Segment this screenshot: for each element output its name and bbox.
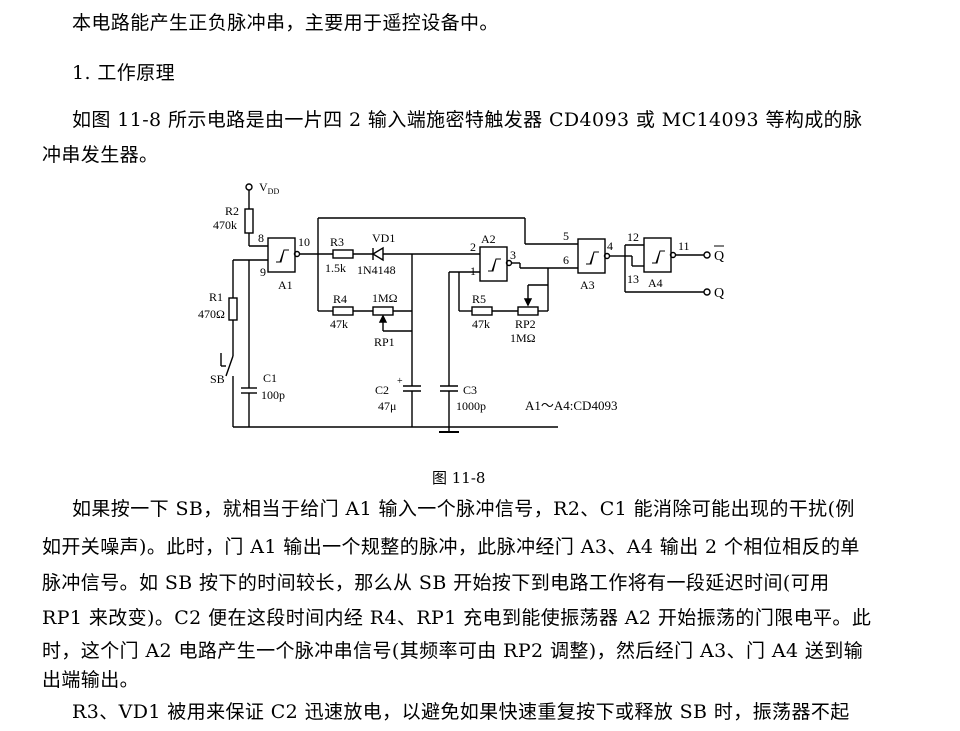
body-line-5: 时，这个门 A2 电路产生一个脉冲串信号(其频率可由 RP2 调整)，然后经门 … (42, 640, 864, 662)
sb-switch (225, 355, 234, 377)
q-terminal (703, 288, 711, 296)
a3-pin5: 5 (563, 229, 569, 243)
c3-label: C3 (463, 383, 477, 397)
intro-line: 本电路能产生正负脉冲串，主要用于遥控设备中。 (72, 12, 499, 34)
a4-pin13: 13 (627, 272, 639, 286)
a4-pin11: 11 (678, 239, 690, 253)
a3-label: A3 (580, 278, 595, 292)
vdd-terminal (245, 183, 253, 191)
rp2-potentiometer (517, 306, 539, 316)
r2-value: 470k (213, 218, 237, 232)
rp1-label: RP1 (374, 335, 395, 349)
r2-label: R2 (225, 204, 239, 218)
r4-label: R4 (333, 292, 347, 306)
description-line-1: 如图 11-8 所示电路是由一片四 2 输入端施密特触发器 CD4093 或 M… (72, 109, 863, 131)
rp1-potentiometer (372, 306, 394, 316)
r5-value: 47k (472, 317, 490, 331)
r1-label: R1 (209, 290, 223, 304)
body-line-3: 脉冲信号。如 SB 按下的时间较长，那么从 SB 开始按下到电路工作将有一段延迟… (42, 572, 830, 594)
body-line-1: 如果按一下 SB，就相当于给门 A1 输入一个脉冲信号，R2、C1 能消除可能出… (72, 498, 855, 520)
c2-value: 47μ (378, 399, 396, 413)
c3-value: 1000p (456, 399, 486, 413)
a1-label: A1 (278, 278, 293, 292)
a2-pin1: 1 (470, 264, 476, 278)
vdd-label: VDD (259, 180, 279, 196)
r5-label: R5 (472, 292, 486, 306)
q-label: Q (714, 286, 724, 301)
body-line-2: 如开关噪声)。此时，门 A1 输出一个规整的脉冲，此脉冲经门 A3、A4 输出 … (42, 536, 860, 558)
r2-resistor (244, 208, 254, 234)
r1-value: 470Ω (198, 307, 225, 321)
c1-value: 100p (261, 388, 285, 402)
c2-label: C2 (375, 383, 389, 397)
a1-pin10: 10 (298, 235, 310, 249)
svg-text:+: + (397, 376, 403, 387)
gate-a2 (479, 246, 508, 282)
r3-resistor (332, 249, 354, 259)
body-line-4: RP1 来改变)。C2 便在这段时间内经 R4、RP1 充电到能使振荡器 A2 … (42, 607, 872, 629)
section-heading: 1. 工作原理 (72, 62, 175, 84)
description-line-2: 冲串发生器。 (42, 144, 159, 166)
a3-pin6: 6 (563, 253, 569, 267)
r4-value: 47k (330, 317, 348, 331)
a2-pin3: 3 (510, 248, 516, 262)
r1-resistor (228, 297, 238, 321)
rp2-label: RP2 (515, 317, 536, 331)
body-line-6: 出端输出。 (42, 669, 140, 691)
r3-label: R3 (330, 235, 344, 249)
c1-label: C1 (263, 371, 277, 385)
a1-pin8: 8 (258, 231, 264, 245)
rp1-value: 1MΩ (372, 291, 398, 305)
a2-label: A2 (481, 232, 496, 246)
sb-label: SB (210, 372, 225, 386)
body-line-7: R3、VD1 被用来保证 C2 迅速放电，以避免如果快速重复按下或释放 SB 时… (72, 701, 850, 723)
a2-pin2: 2 (470, 240, 476, 254)
ic-note: A1～A4:CD4093 (525, 398, 617, 413)
r4-resistor (332, 306, 354, 316)
r5-resistor (471, 306, 493, 316)
a4-pin12: 12 (627, 230, 639, 244)
vd1-label: VD1 (372, 231, 395, 245)
gate-a4 (643, 237, 672, 273)
a1-pin9: 9 (260, 265, 266, 279)
qbar-terminal (703, 251, 711, 259)
qbar-label: Q (714, 249, 724, 264)
a3-pin4: 4 (607, 239, 613, 253)
figure-caption: 图 11-8 (432, 469, 486, 487)
gate-a3 (577, 238, 606, 274)
rp2-value: 1MΩ (510, 331, 536, 345)
a4-label: A4 (648, 276, 663, 290)
r3-value: 1.5k (325, 261, 346, 275)
gate-a1 (267, 237, 296, 273)
vd1-value: 1N4148 (357, 263, 396, 277)
